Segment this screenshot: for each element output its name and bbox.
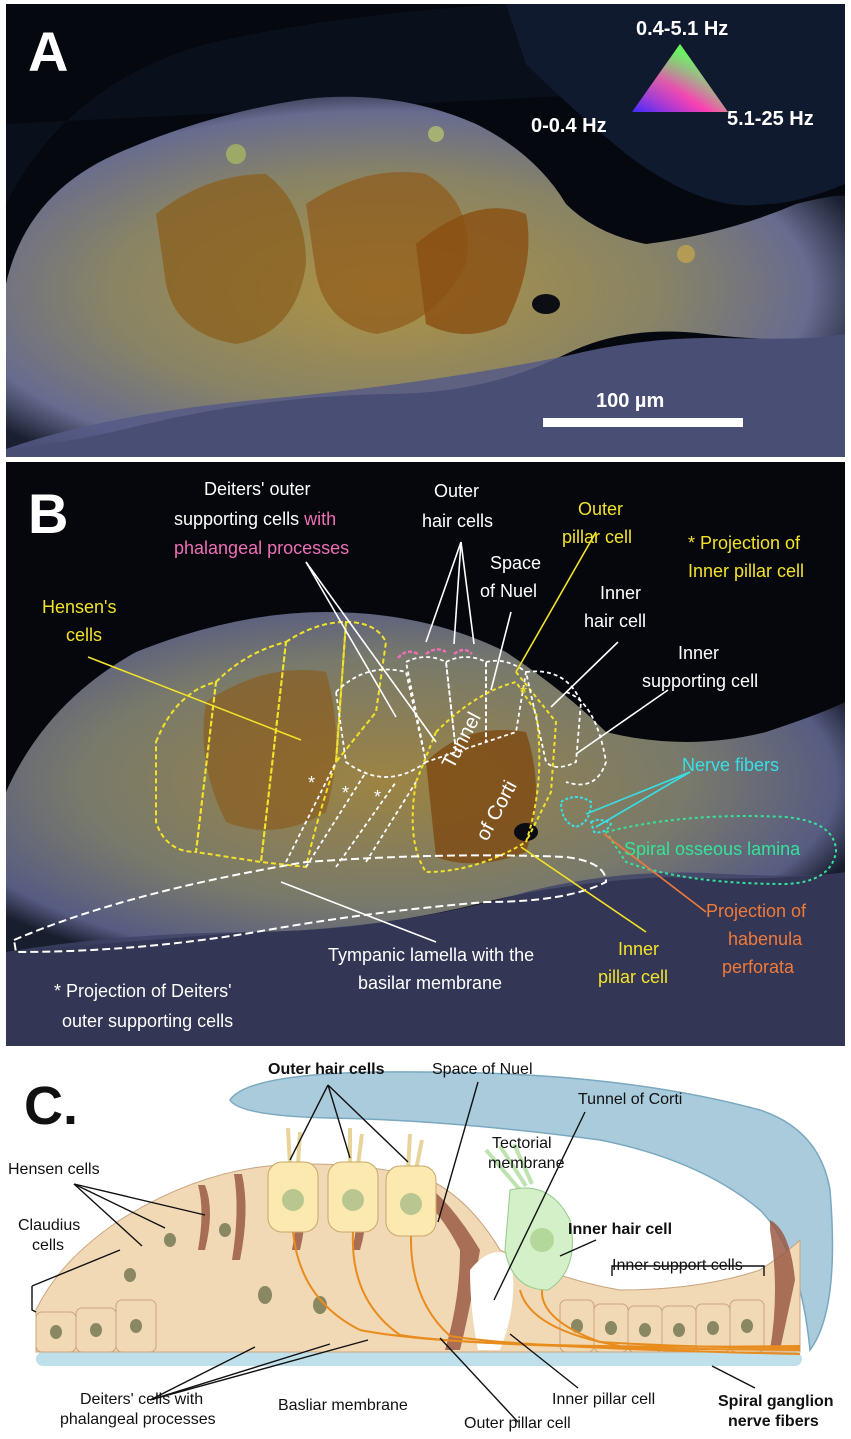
panel-b-letter: B: [28, 482, 69, 545]
label-outer-hair-1: Outer: [434, 481, 480, 501]
cell-nuclei: [50, 1223, 753, 1339]
phalangeal-processes-outline: [397, 648, 473, 659]
panel-b-annotated-micrograph: [6, 462, 845, 1046]
tectorial-membrane: [229, 1071, 834, 1352]
panel-a: A 0.4-5.1 Hz 0-0.4 Hz 5.1-25 Hz 100 µm: [6, 4, 845, 457]
label-inner-supp-1: Inner: [678, 643, 720, 663]
spiral-osseous-lamina-outline: [604, 815, 838, 886]
inner-cells-outline: [524, 670, 607, 786]
label-deiters-line2a: supporting cells: [174, 509, 305, 529]
label-tympanic-2: basilar membrane: [358, 973, 503, 993]
label-proj-hab-2: habenula: [728, 929, 803, 949]
pillar-cells-outline: [411, 671, 558, 874]
label-proj-deiters-2: outer supporting cells: [62, 1011, 234, 1031]
label-spiral-2: nerve fibers: [728, 1413, 819, 1430]
label-outer-pillar-cell: Outer pillar cell: [464, 1415, 571, 1432]
panel-a-micrograph: [6, 4, 845, 457]
asterisk-4: *: [520, 683, 528, 703]
scale-bar: [543, 418, 743, 427]
label-deiters-line1: Deiters' outer: [204, 479, 311, 499]
label-deiters-1: Deiters' cells with: [80, 1391, 204, 1408]
label-inner-pillar-cell: Inner pillar cell: [552, 1391, 656, 1408]
label-inner-hair-2: hair cell: [584, 611, 647, 631]
asterisk-3: *: [374, 787, 382, 807]
label-space-of-nuel: Space of Nuel: [432, 1061, 533, 1078]
label-tunnel-of-corti: Tunnel of Corti: [578, 1091, 683, 1108]
label-hensens-1: Hensen's: [42, 597, 117, 617]
nerve-fibers: [292, 1231, 801, 1355]
label-nuel-2: of Nuel: [480, 581, 538, 601]
legend-right-label: 5.1-25 Hz: [727, 108, 814, 130]
label-inner-hair-cell: Inner hair cell: [568, 1221, 673, 1238]
tympanic-lamella-outline: [12, 854, 608, 954]
label-nerve-fibers: Nerve fibers: [682, 755, 780, 775]
panel-c: C. Outer hair cells Space of Nuel Tunnel…: [0, 1050, 851, 1439]
label-deiters-line2: supporting cells with: [174, 508, 336, 530]
label-proj-ipc-2: Inner pillar cell: [688, 561, 805, 581]
label-proj-ipc-1: * Projection of: [688, 533, 801, 553]
legend-top-label: 0.4-5.1 Hz: [636, 18, 729, 40]
label-tectorial-2: membrane: [488, 1155, 565, 1172]
label-spiral-1: Spiral ganglion: [718, 1393, 834, 1410]
inner-hair-cell: [484, 1143, 573, 1291]
nerve-fibers-outline: [559, 796, 613, 834]
panel-c-leader-lines: [31, 1081, 765, 1423]
asterisk-2: *: [342, 783, 350, 803]
label-inner-support-cells: Inner support cells: [612, 1257, 743, 1274]
outer-hair-cells: [267, 1127, 437, 1237]
deiters-cells-outline: [285, 656, 527, 868]
basilar-membrane: [36, 1352, 802, 1366]
label-outer-pillar-2: pillar cell: [562, 527, 633, 547]
tunnel-of-corti-space: [470, 1252, 514, 1350]
label-claudius-2: cells: [32, 1237, 65, 1254]
legend-left-label: 0-0.4 Hz: [531, 115, 607, 137]
label-hensen-cells: Hensen cells: [8, 1161, 100, 1178]
panel-c-letter: C.: [24, 1076, 78, 1136]
label-tympanic-1: Tympanic lamella with the: [328, 945, 535, 965]
label-hensens-2: cells: [66, 625, 103, 645]
label-proj-deiters-1: * Projection of Deiters': [54, 981, 232, 1001]
label-inner-pillar-2: pillar cell: [598, 967, 669, 987]
label-deiters-line3: phalangeal processes: [174, 538, 350, 558]
label-proj-hab-3: perforata: [722, 957, 795, 977]
label-claudius-1: Claudius: [18, 1217, 81, 1234]
label-deiters-2: phalangeal processes: [60, 1411, 216, 1428]
label-inner-hair-1: Inner: [600, 583, 642, 603]
asterisk-1: *: [308, 773, 316, 793]
scale-bar-label: 100 µm: [596, 390, 665, 412]
label-proj-hab-1: Projection of: [706, 901, 807, 921]
label-spiral-osseous: Spiral osseous lamina: [624, 839, 801, 859]
label-inner-supp-2: supporting cell: [642, 671, 759, 691]
panel-a-letter: A: [28, 20, 69, 83]
label-inner-pillar-1: Inner: [618, 939, 660, 959]
panel-b: B Deiters' outer supporting cells with p…: [6, 462, 845, 1046]
label-outer-pillar-1: Outer: [578, 499, 624, 519]
label-outer-hair-2: hair cells: [422, 511, 494, 531]
panel-b-leader-lines: [87, 531, 707, 943]
label-basilar-membrane: Basliar membrane: [278, 1397, 408, 1414]
label-outer-hair-cells: Outer hair cells: [268, 1061, 385, 1078]
label-deiters-line2b: with: [304, 509, 337, 529]
panel-c-schematic: [31, 1071, 834, 1423]
label-nuel-1: Space: [490, 553, 542, 573]
label-tectorial-1: Tectorial: [492, 1135, 552, 1152]
